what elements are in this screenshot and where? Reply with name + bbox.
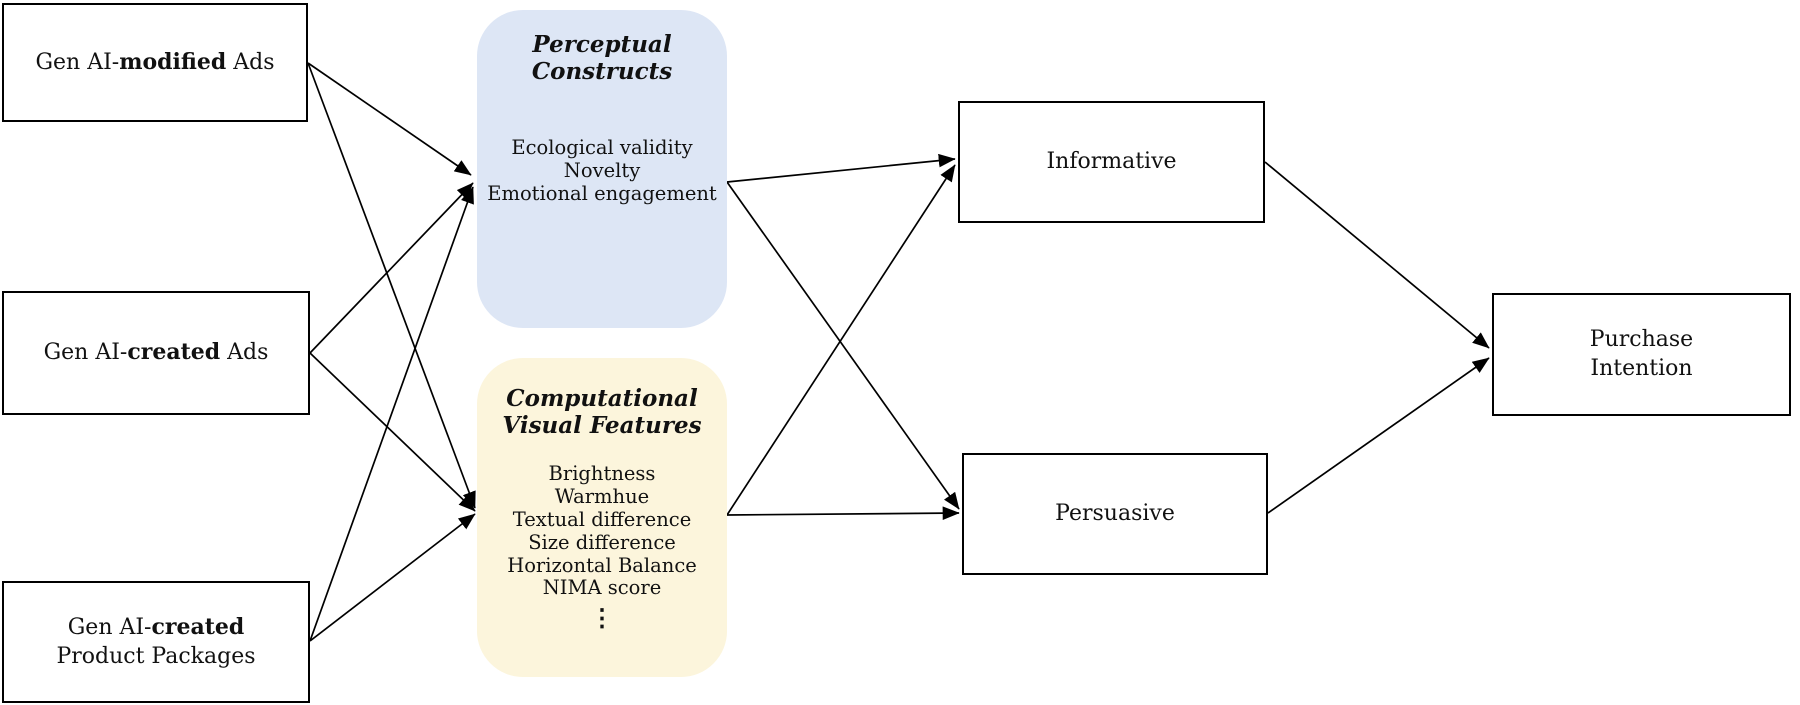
list-item: Novelty xyxy=(563,159,641,183)
node-gen-ai-created-ads: Gen AI-created Ads xyxy=(2,291,310,415)
arrow-packages-to-perceptual xyxy=(309,186,474,642)
node-label-line1: Gen AI-created xyxy=(68,613,245,643)
label-prefix: Gen AI- xyxy=(43,340,128,366)
list-item: Ecological validity xyxy=(511,136,693,160)
label-suffix: Ads xyxy=(226,49,275,75)
group-title: Perceptual Constructs xyxy=(531,31,673,85)
group-title: Computational Visual Features xyxy=(502,385,702,439)
computational-items-list: Brightness Warmhue Textual difference Si… xyxy=(507,463,697,600)
perceptual-items-list: Ecological validity Novelty Emotional en… xyxy=(487,137,717,205)
node-label: Gen AI-modified Ads xyxy=(35,48,274,78)
arrow-perceptual-to-persuasive xyxy=(726,181,960,510)
arrow-created-ads-to-computational xyxy=(309,352,476,512)
group-title-line2: Visual Features xyxy=(502,411,702,439)
list-item: Textual difference xyxy=(512,507,692,531)
label-emphasis: created xyxy=(127,339,221,366)
arrow-modified-ads-to-computational xyxy=(307,62,476,509)
node-label-line2: Intention xyxy=(1590,355,1693,381)
node-gen-ai-modified-ads: Gen AI-modified Ads xyxy=(2,3,308,122)
node-label: Persuasive xyxy=(1055,500,1175,526)
arrow-computational-to-persuasive xyxy=(726,506,960,520)
vertical-ellipsis: ⋮ xyxy=(590,603,614,633)
arrow-created-ads-to-perceptual xyxy=(309,182,474,354)
arrow-perceptual-to-informative xyxy=(726,153,956,183)
label-suffix: Ads xyxy=(220,340,269,366)
arrow-modified-ads-to-perceptual xyxy=(307,62,472,176)
list-item: Horizontal Balance xyxy=(507,553,697,577)
list-item: Size difference xyxy=(528,530,676,554)
node-label: Informative xyxy=(1046,148,1177,174)
arrow-computational-to-informative xyxy=(726,164,956,516)
group-title-line1: Computational xyxy=(506,385,698,412)
node-persuasive: Persuasive xyxy=(962,453,1268,575)
node-gen-ai-created-product-packages: Gen AI-created Product Packages xyxy=(2,581,310,703)
list-item: Emotional engagement xyxy=(487,181,717,205)
node-informative: Informative xyxy=(958,101,1265,223)
label-prefix: Gen AI- xyxy=(35,49,120,75)
group-title-line2: Constructs xyxy=(531,57,673,85)
arrow-persuasive-to-purchase xyxy=(1267,357,1490,514)
arrow-packages-to-computational xyxy=(309,513,476,642)
group-computational-visual-features: Computational Visual Features Brightness… xyxy=(477,358,727,677)
group-perceptual-constructs: Perceptual Constructs Ecological validit… xyxy=(477,10,727,328)
list-item: Warmhue xyxy=(554,485,650,509)
group-title-line1: Perceptual xyxy=(532,31,672,58)
label-emphasis: modified xyxy=(119,48,227,75)
list-item: Brightness xyxy=(548,462,656,486)
node-purchase-intention: Purchase Intention xyxy=(1492,293,1791,416)
node-label: Gen AI-created Ads xyxy=(44,338,269,368)
arrow-informative-to-purchase xyxy=(1264,161,1490,349)
label-prefix: Gen AI- xyxy=(67,614,152,640)
list-item: NIMA score xyxy=(542,576,662,600)
node-label-line1: Purchase xyxy=(1589,326,1694,352)
label-emphasis: created xyxy=(151,613,245,640)
node-label-line2: Product Packages xyxy=(56,643,256,669)
